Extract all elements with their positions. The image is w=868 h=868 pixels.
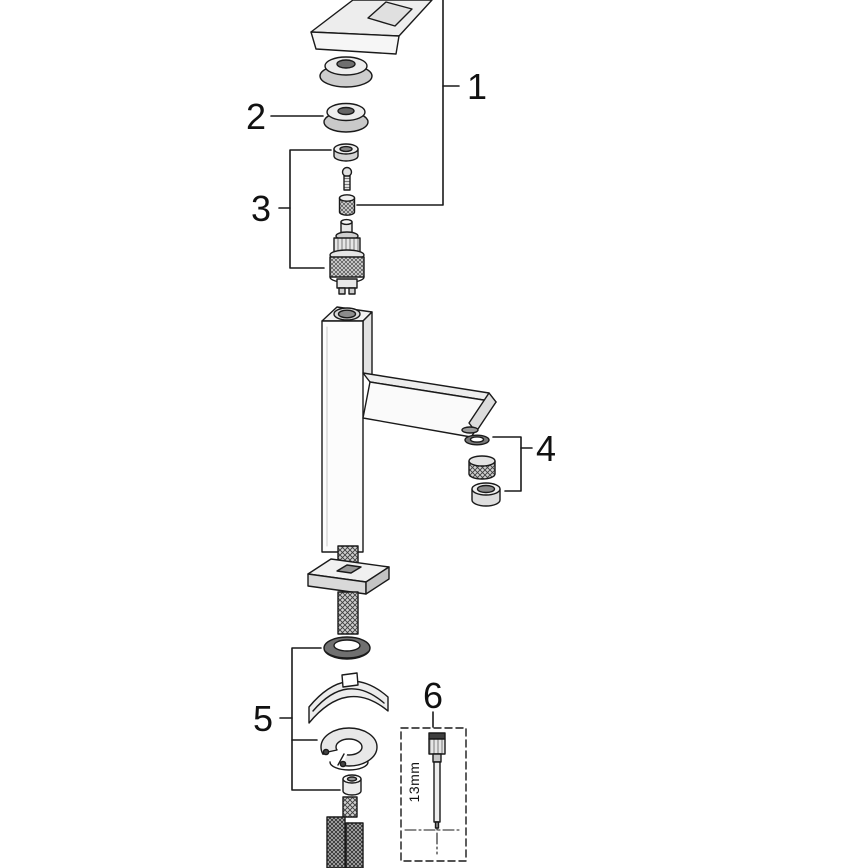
aerator-set [464,434,501,507]
body-front-face [321,320,364,553]
callout-line-1 [356,0,444,206]
flange-hole [336,564,362,574]
cartridge-base [336,278,358,289]
bracket-notch [341,672,359,688]
shank-lower [337,591,359,635]
nut-hole [346,776,358,782]
gasket-ring [323,636,371,660]
cartridge-stem-top [340,218,353,226]
callout-labels: 1 2 3 4 5 6 13mm [246,66,556,802]
fixing-screw [341,166,353,191]
flange-front-right [365,566,390,595]
hose-stub [342,796,358,818]
collar-hole [336,59,356,69]
escutcheon-ring [323,102,369,133]
clamp-hole [339,145,353,153]
socket-body [428,738,446,755]
tool-size-label: 13mm [406,762,422,803]
ring-hole [337,106,355,116]
tool-tip [434,821,440,829]
mounting-nut [342,774,362,796]
spout [362,372,497,438]
cartridge-tab-left [338,287,346,295]
cartridge-tab-right [348,287,356,295]
tool-box [400,727,467,862]
callout-lines [270,0,533,791]
cartridge-lower [329,256,365,278]
label-6: 6 [423,675,443,716]
screw-shaft [343,175,351,191]
label-4: 4 [536,428,556,469]
horseshoe-washer [311,727,378,780]
tool-outline [400,727,467,862]
aerator-washer-inner [469,436,485,443]
handle-front-face [310,31,400,55]
label-3: 3 [251,188,271,229]
horseshoe-screw-2 [322,748,330,756]
spout-outlet [461,426,479,434]
aerator-ring-hole [476,484,496,494]
adapter-body [338,197,356,216]
base-flange [307,558,390,595]
label-2: 2 [246,96,266,137]
label-5: 5 [253,698,273,739]
hose-right [345,822,364,868]
screw-head [341,166,353,178]
cartridge [329,218,365,295]
horseshoe-screw-1 [339,760,347,768]
handle-recess [367,1,413,27]
socket-neck [432,753,442,763]
body-hole-inner [337,309,357,319]
clamp-ring [333,143,359,162]
adapter-top [338,194,356,202]
horseshoe-thickness-arc [329,761,369,771]
tool-shaft [433,761,441,823]
handle-collar [319,56,373,88]
supply-hoses [326,796,364,868]
bracket-plate [308,680,389,724]
aerator-mesh-top [468,455,496,467]
callout-bracket-4 [492,436,522,492]
lever-handle [310,0,433,55]
hose-left [326,816,346,868]
callout-bracket-5 [291,647,341,791]
horseshoe-gap-edge-1 [337,753,345,766]
label-1: 1 [467,66,487,107]
gasket-bottom-arc [325,651,369,659]
mounting-bracket [308,672,389,724]
drawing [270,0,533,868]
callout-bracket-3 [289,149,332,269]
bracket-inner-edge [312,688,385,712]
faucet-body [321,306,373,553]
gasket-inner [333,639,361,652]
socket-cap [428,732,446,740]
body-side-sliver [362,311,373,376]
knurled-adapter [338,194,356,216]
